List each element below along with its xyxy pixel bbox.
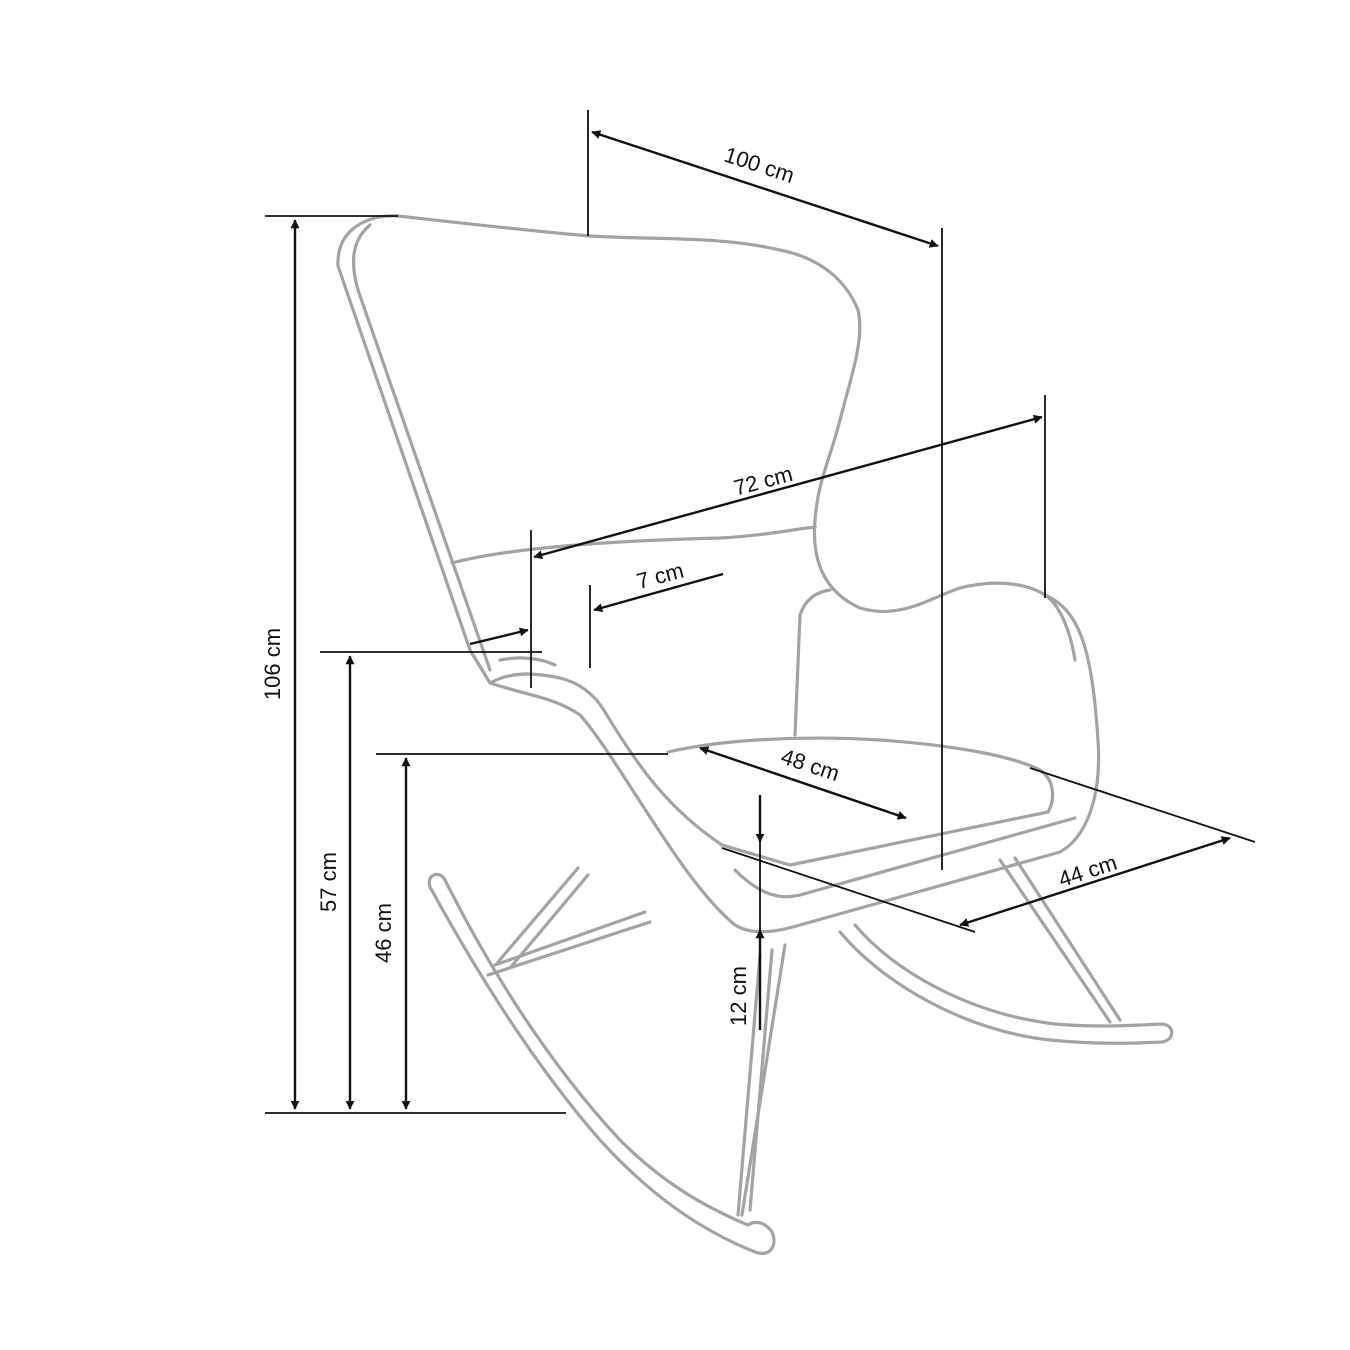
- rocking-chair-illustration: [336, 214, 1174, 1255]
- dim-line-inner-width: [533, 414, 1043, 560]
- leg-rear-left-b: [740, 943, 787, 1217]
- seat-cushion-front: [720, 810, 1050, 867]
- ext-line-seat-depth-back: [1029, 767, 1256, 843]
- left-rocker: [427, 872, 776, 1255]
- label-total-width: 100 cm: [721, 142, 797, 188]
- label-armrest: 7 cm: [634, 558, 687, 594]
- label-seat-width: 48 cm: [778, 744, 843, 786]
- dim-line-armrest-a: [469, 627, 529, 646]
- right-inner-panel: [793, 588, 832, 737]
- back-cushion-seam: [450, 525, 817, 565]
- seat-base: [733, 816, 1077, 899]
- dimension-labels: 100 cm 72 cm 7 cm 106 cm 57 cm 46 cm 48 …: [260, 142, 1120, 1026]
- label-seat-thickness: 12 cm: [726, 966, 751, 1026]
- seat-cushion-top: [666, 736, 1055, 814]
- leg-rear-left: [736, 948, 774, 1217]
- label-seat-height: 46 cm: [371, 903, 396, 963]
- dim-line-armrest-b: [593, 572, 724, 613]
- label-total-height: 106 cm: [260, 628, 285, 700]
- leg-front-left: [496, 866, 590, 970]
- chair-back-outer: [336, 214, 1101, 934]
- dim-line-total-width: [591, 130, 939, 248]
- ext-line-seat-depth-front: [721, 847, 976, 933]
- dim-line-seat-depth: [959, 836, 1231, 927]
- dimension-lines: [265, 110, 1256, 1114]
- right-rocker: [838, 923, 1174, 1045]
- left-armrest: [488, 672, 724, 847]
- leg-cross-left: [486, 910, 652, 977]
- label-seat-depth: 44 cm: [1055, 850, 1120, 892]
- left-armrest-inner: [498, 656, 557, 667]
- label-armrest-height: 57 cm: [316, 852, 341, 912]
- chair-back-inner: [351, 223, 492, 672]
- dim-line-seat-width: [699, 746, 907, 820]
- chair-wing-right: [812, 518, 1077, 662]
